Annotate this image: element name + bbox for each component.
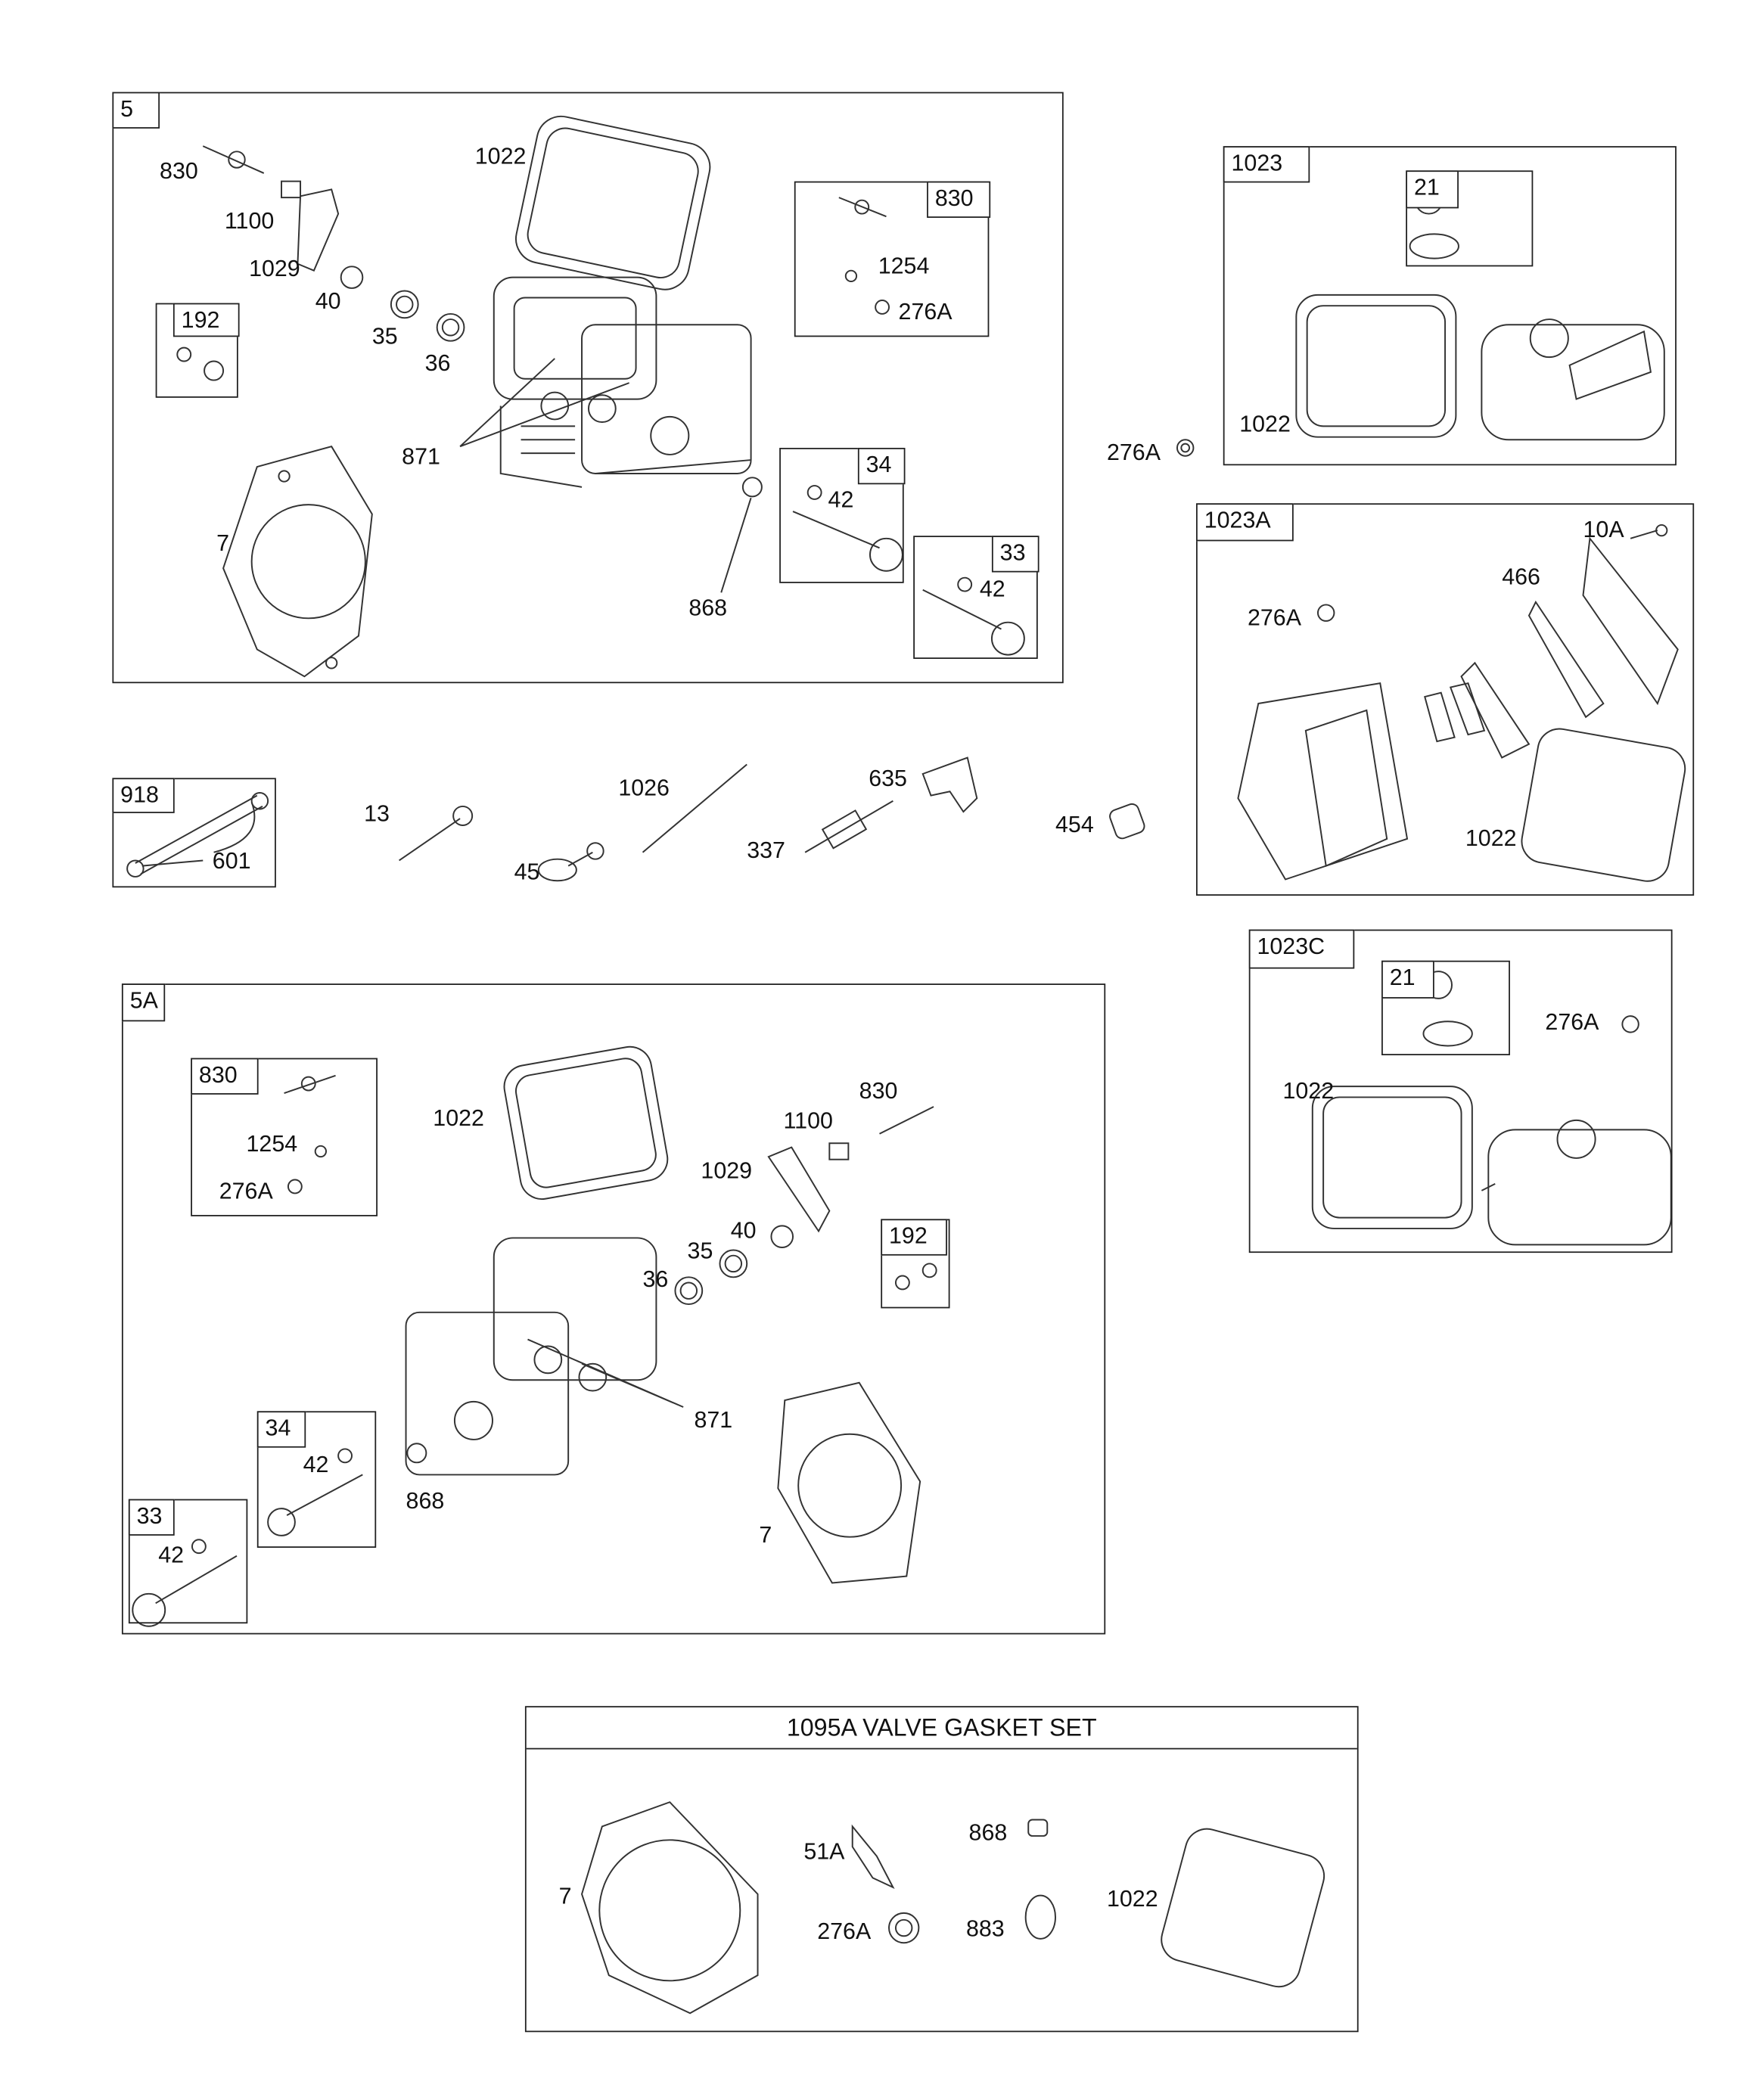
box-tag: 830	[191, 1058, 259, 1095]
kit-box-33: 33	[913, 536, 1040, 659]
callout-454[interactable]: 454	[1055, 812, 1094, 838]
callout-868[interactable]: 868	[968, 1819, 1008, 1846]
assembly-box-5: 5	[112, 92, 1064, 684]
spring-35-icon	[390, 290, 419, 319]
box-tag: 1023	[1223, 146, 1310, 183]
gasket-1022-icon	[515, 115, 711, 290]
callout-871[interactable]: 871	[402, 443, 440, 470]
callout-35[interactable]: 35	[687, 1238, 713, 1264]
box-tag: 192	[172, 303, 240, 337]
box-tag: 1023A	[1195, 503, 1294, 542]
callout-7[interactable]: 7	[558, 1883, 572, 1909]
callout-36[interactable]: 36	[424, 350, 451, 377]
callout-1026[interactable]: 1026	[618, 775, 670, 801]
callout-337[interactable]: 337	[747, 837, 785, 864]
stud-830-icon	[202, 145, 265, 174]
box-tag: 1023C	[1248, 929, 1355, 969]
box-tag: 21	[1381, 960, 1434, 999]
callout-466[interactable]: 466	[1502, 564, 1540, 590]
callout-868[interactable]: 868	[406, 1488, 445, 1514]
box-tag: 918	[112, 778, 175, 813]
callout-10A[interactable]: 10A	[1583, 517, 1624, 543]
callout-276A[interactable]: 276A	[898, 299, 953, 325]
callout-36[interactable]: 36	[642, 1266, 669, 1292]
box-tag: 33	[128, 1499, 175, 1536]
guide-1100-icon	[281, 180, 302, 199]
kit-box-21: 21	[1406, 170, 1534, 267]
callout-45[interactable]: 45	[514, 859, 540, 885]
box-tag: 830	[927, 181, 991, 218]
box-tag: 5	[112, 92, 160, 129]
callout-1022[interactable]: 1022	[1465, 825, 1517, 851]
seal-868-icon	[741, 477, 763, 498]
callout-1100[interactable]: 1100	[783, 1107, 833, 1134]
callout-830[interactable]: 830	[859, 1078, 898, 1104]
box-tag: 34	[857, 447, 906, 485]
callout-42[interactable]: 42	[828, 486, 854, 513]
head-gasket-7-icon	[222, 446, 373, 678]
callout-7[interactable]: 7	[759, 1522, 772, 1548]
kit-box-192: 192	[155, 303, 240, 398]
callout-13[interactable]: 13	[364, 800, 390, 827]
valve-gasket-set-title: 1095A VALVE GASKET SET	[526, 1707, 1357, 1750]
box-tag: 5A	[121, 983, 166, 1022]
box-tag: 192	[881, 1219, 947, 1256]
callout-1254[interactable]: 1254	[246, 1131, 298, 1157]
cylinder-head-icon	[493, 276, 752, 488]
assembly-box-1023C: 1023C	[1248, 929, 1673, 1253]
callout-1022[interactable]: 1022	[474, 143, 527, 169]
spring-36-icon	[436, 312, 465, 342]
retainer-40-icon	[340, 266, 364, 289]
callout-1022[interactable]: 1022	[433, 1105, 484, 1132]
callout-883[interactable]: 883	[965, 1915, 1005, 1942]
box-tag: 34	[256, 1411, 306, 1448]
callout-276A[interactable]: 276A	[1545, 1009, 1599, 1036]
kit-box-34: 34	[256, 1411, 377, 1548]
box-tag: 21	[1406, 170, 1459, 209]
callout-830[interactable]: 830	[160, 158, 198, 185]
callout-1254[interactable]: 1254	[878, 253, 930, 279]
kit-box-192: 192	[881, 1219, 950, 1309]
box-tag: 33	[991, 536, 1040, 573]
callout-42[interactable]: 42	[979, 576, 1005, 602]
kit-box-21: 21	[1381, 960, 1510, 1055]
assembly-box-1023: 1023	[1223, 146, 1677, 466]
rocker-1029-icon	[297, 188, 340, 272]
callout-276A[interactable]: 276A	[219, 1178, 273, 1204]
valve-gasket-set-box: 1095A VALVE GASKET SET	[524, 1706, 1359, 2033]
callout-42[interactable]: 42	[303, 1452, 329, 1477]
callout-42[interactable]: 42	[158, 1542, 185, 1568]
callout-601[interactable]: 601	[212, 848, 251, 874]
assembly-box-918: 918	[112, 778, 276, 888]
callout-276A[interactable]: 276A	[1106, 440, 1161, 466]
callout-35[interactable]: 35	[371, 323, 398, 349]
callout-1100[interactable]: 1100	[224, 208, 275, 235]
callout-7[interactable]: 7	[216, 530, 230, 557]
kit-box-34: 34	[779, 447, 906, 583]
callout-1022[interactable]: 1022	[1239, 411, 1291, 437]
leader-871	[459, 358, 629, 448]
callout-276A[interactable]: 276A	[817, 1918, 872, 1945]
callout-1029[interactable]: 1029	[249, 256, 300, 281]
callout-40[interactable]: 40	[730, 1217, 757, 1244]
assembly-box-5A: 5A	[121, 983, 1106, 1635]
kit-box-830: 830	[794, 181, 991, 337]
kit-box-33: 33	[128, 1499, 248, 1624]
callout-871[interactable]: 871	[694, 1406, 733, 1433]
callout-1022[interactable]: 1022	[1282, 1078, 1335, 1104]
callout-51A[interactable]: 51A	[803, 1838, 845, 1865]
callout-1022[interactable]: 1022	[1106, 1886, 1158, 1912]
callout-40[interactable]: 40	[315, 287, 341, 314]
callout-868[interactable]: 868	[688, 595, 728, 621]
callout-276A[interactable]: 276A	[1247, 604, 1301, 631]
assembly-box-1023A: 1023A	[1195, 503, 1695, 896]
callout-635[interactable]: 635	[869, 766, 907, 792]
kit-box-830: 830	[191, 1058, 378, 1216]
callout-1029[interactable]: 1029	[701, 1157, 753, 1184]
